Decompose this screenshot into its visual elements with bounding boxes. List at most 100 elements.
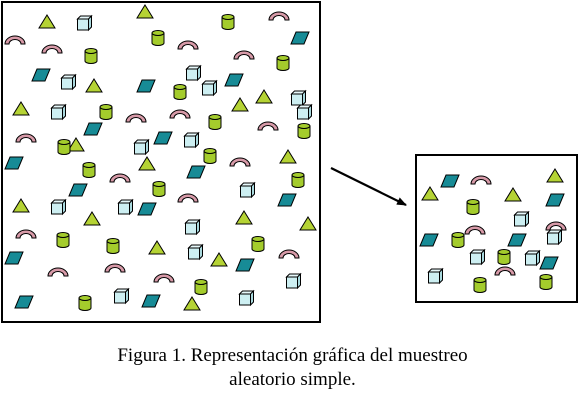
cube-shape — [117, 198, 134, 216]
arch-shape — [153, 273, 175, 283]
triangle-shape — [148, 240, 166, 255]
arch-shape — [268, 11, 290, 21]
arch-shape — [464, 225, 486, 235]
cylinder-shape — [208, 114, 222, 130]
cylinder-shape — [291, 172, 305, 188]
arch-shape — [494, 266, 516, 276]
cylinder-shape — [473, 277, 487, 293]
cube-shape — [296, 103, 313, 121]
cube-shape — [285, 272, 302, 290]
triangle-shape — [67, 137, 85, 152]
cylinder-shape — [84, 48, 98, 64]
arch-shape — [177, 40, 199, 50]
arch-shape — [177, 193, 199, 203]
parallelogram-shape — [4, 251, 24, 265]
cube-shape — [185, 64, 202, 82]
triangle-shape — [12, 101, 30, 116]
cube-shape — [184, 218, 201, 236]
cylinder-shape — [56, 232, 70, 248]
triangle-shape — [299, 216, 317, 231]
parallelogram-shape — [153, 131, 173, 145]
caption-line-1: Figura 1. Representación gráfica del mue… — [117, 345, 468, 366]
cylinder-shape — [151, 30, 165, 46]
cube-shape — [239, 181, 256, 199]
parallelogram-shape — [419, 233, 439, 247]
triangle-shape — [38, 14, 56, 29]
parallelogram-shape — [141, 294, 161, 308]
parallelogram-shape — [545, 193, 565, 207]
cube-shape — [290, 89, 307, 107]
cylinder-shape — [203, 148, 217, 164]
triangle-shape — [231, 97, 249, 112]
triangle-shape — [504, 187, 522, 202]
triangle-shape — [85, 78, 103, 93]
cylinder-shape — [78, 295, 92, 311]
parallelogram-shape — [440, 174, 460, 188]
parallelogram-shape — [224, 73, 244, 87]
population-shapes — [4, 4, 317, 311]
parallelogram-shape — [186, 165, 206, 179]
arch-shape — [4, 35, 26, 45]
cube-shape — [469, 248, 486, 266]
arch-shape — [229, 157, 251, 167]
cylinder-shape — [82, 162, 96, 178]
cylinder-shape — [152, 181, 166, 197]
cube-shape — [50, 103, 67, 121]
cube-shape — [513, 210, 530, 228]
parallelogram-shape — [136, 79, 156, 93]
triangle-shape — [210, 252, 228, 267]
sample-shapes — [419, 168, 567, 293]
cube-shape — [113, 287, 130, 305]
cylinder-shape — [99, 104, 113, 120]
cylinder-shape — [194, 279, 208, 295]
parallelogram-shape — [31, 68, 51, 82]
parallelogram-shape — [68, 183, 88, 197]
triangle-shape — [235, 210, 253, 225]
arch-shape — [545, 221, 567, 231]
arch-shape — [125, 113, 147, 123]
cylinder-shape — [497, 249, 511, 265]
cube-shape — [76, 14, 93, 32]
parallelogram-shape — [235, 258, 255, 272]
arch-shape — [47, 267, 69, 277]
cube-shape — [183, 131, 200, 149]
cube-shape — [524, 249, 541, 267]
cylinder-shape — [173, 84, 187, 100]
triangle-shape — [546, 168, 564, 183]
arch-shape — [15, 229, 37, 239]
cylinder-shape — [297, 123, 311, 139]
arch-shape — [257, 121, 279, 131]
sampling-arrow — [330, 167, 407, 206]
cube-shape — [201, 79, 218, 97]
cylinder-shape — [106, 238, 120, 254]
cube-shape — [427, 267, 444, 285]
arch-shape — [15, 133, 37, 143]
cube-shape — [50, 198, 67, 216]
triangle-shape — [183, 296, 201, 311]
cylinder-shape — [251, 236, 265, 252]
arch-shape — [233, 50, 255, 60]
caption-line-2: aleatorio simple. — [229, 369, 356, 390]
cylinder-shape — [221, 14, 235, 30]
cylinder-shape — [539, 274, 553, 290]
cube-shape — [238, 289, 255, 307]
parallelogram-shape — [137, 202, 157, 216]
parallelogram-shape — [4, 156, 24, 170]
triangle-shape — [12, 198, 30, 213]
triangle-shape — [138, 156, 156, 171]
arch-shape — [109, 173, 131, 183]
cylinder-shape — [276, 55, 290, 71]
parallelogram-shape — [14, 295, 34, 309]
cylinder-shape — [57, 139, 71, 155]
arch-shape — [470, 175, 492, 185]
cylinder-shape — [451, 232, 465, 248]
triangle-shape — [421, 186, 439, 201]
arch-shape — [104, 263, 126, 273]
cube-shape — [546, 228, 563, 246]
cube-shape — [60, 73, 77, 91]
cube-shape — [187, 243, 204, 261]
parallelogram-shape — [83, 122, 103, 136]
arch-shape — [41, 44, 63, 54]
arch-shape — [278, 249, 300, 259]
triangle-shape — [83, 211, 101, 226]
